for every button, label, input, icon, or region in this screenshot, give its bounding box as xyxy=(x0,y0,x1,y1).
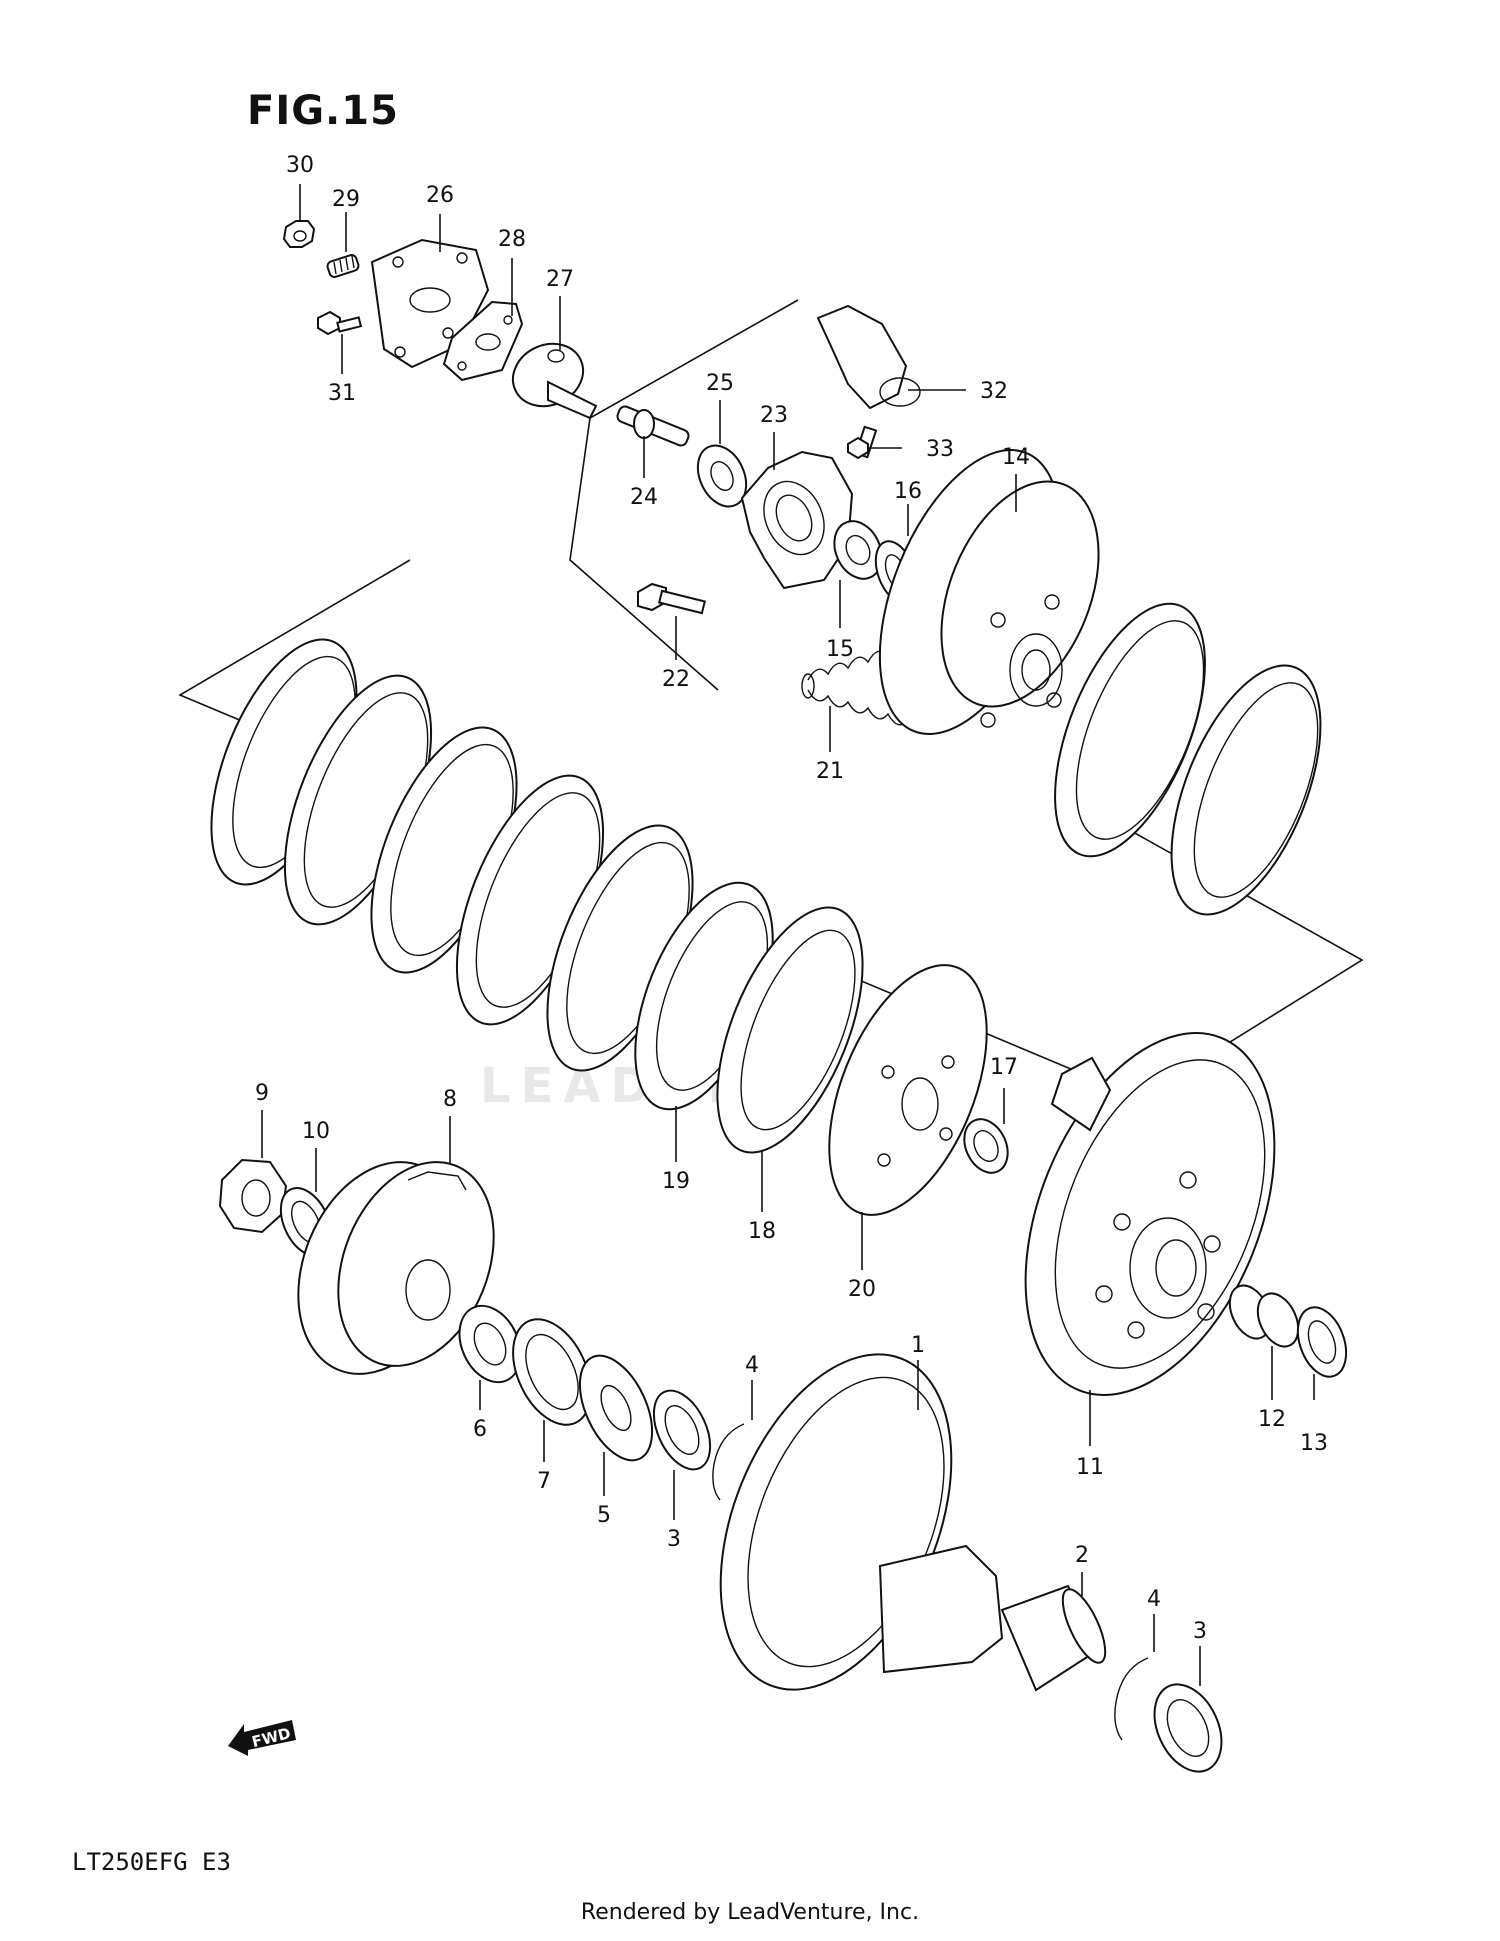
part-33-bolt[interactable] xyxy=(847,425,878,460)
part-12-bushing[interactable] xyxy=(1222,1279,1306,1353)
callout-21: 21 xyxy=(816,759,844,784)
callout-28: 28 xyxy=(498,227,526,252)
part-25-bearing[interactable] xyxy=(689,438,756,515)
part-15-nut[interactable] xyxy=(825,514,890,587)
callout-22: 22 xyxy=(662,667,690,692)
callout-14: 14 xyxy=(1002,445,1030,470)
callout-3-lower: 3 xyxy=(1193,1619,1207,1644)
callout-20: 20 xyxy=(848,1277,876,1302)
callout-4-lower: 4 xyxy=(1147,1587,1161,1612)
callout-26: 26 xyxy=(426,183,454,208)
part-24-pin[interactable] xyxy=(616,405,691,448)
callout-leaders xyxy=(261,184,1315,1686)
callout-labels: 30 29 26 28 27 31 25 23 24 32 33 14 16 1… xyxy=(255,153,1328,1644)
callout-23: 23 xyxy=(760,403,788,428)
part-20-pressure-disc[interactable] xyxy=(797,943,1018,1237)
forward-arrow-icon: FWD xyxy=(228,1720,296,1756)
callout-2: 2 xyxy=(1075,1543,1089,1568)
clutch-plate-stack[interactable] xyxy=(182,583,1352,1090)
callout-15: 15 xyxy=(826,637,854,662)
callout-5: 5 xyxy=(597,1503,611,1528)
callout-29: 29 xyxy=(332,187,360,212)
callout-1: 1 xyxy=(911,1333,925,1358)
callout-31: 31 xyxy=(328,381,356,406)
model-code: LT250EFG E3 xyxy=(72,1848,231,1876)
part-32-lever[interactable] xyxy=(816,304,921,410)
part-4-circlip-a[interactable] xyxy=(712,1423,745,1501)
part-17-washer[interactable] xyxy=(956,1112,1016,1180)
part-3-needle-bearing-a[interactable] xyxy=(642,1382,721,1478)
callout-32: 32 xyxy=(980,379,1008,404)
callout-3-upper: 3 xyxy=(667,1527,681,1552)
callout-8: 8 xyxy=(443,1087,457,1112)
callout-25: 25 xyxy=(706,371,734,396)
callout-10: 10 xyxy=(302,1119,330,1144)
callout-4-upper: 4 xyxy=(745,1353,759,1378)
fwd-label: FWD xyxy=(250,1724,292,1751)
part-18-driven-plate[interactable] xyxy=(688,888,893,1173)
part-28-gasket[interactable] xyxy=(442,300,524,382)
part-3-needle-bearing-b[interactable] xyxy=(1141,1674,1234,1783)
part-23-pressure-plate[interactable] xyxy=(740,450,854,590)
render-credit: Rendered by LeadVenture, Inc. xyxy=(580,1900,920,1925)
callout-7: 7 xyxy=(537,1469,551,1494)
callout-6: 6 xyxy=(473,1417,487,1442)
callout-19: 19 xyxy=(662,1169,690,1194)
part-2-spacer[interactable] xyxy=(1000,1584,1114,1692)
part-11-primary-driven-gear[interactable] xyxy=(977,997,1323,1432)
part-30-nut[interactable] xyxy=(282,220,316,248)
part-7-one-way-clutch[interactable] xyxy=(498,1307,607,1437)
figure-title: FIG.15 xyxy=(247,88,399,134)
part-5-washer[interactable] xyxy=(565,1345,667,1472)
part-27-cam[interactable] xyxy=(503,333,598,420)
callout-18: 18 xyxy=(748,1219,776,1244)
callout-16: 16 xyxy=(894,479,922,504)
upper-group-outline xyxy=(569,299,799,691)
part-13-washer[interactable] xyxy=(1289,1301,1355,1384)
part-6-collar[interactable] xyxy=(448,1296,533,1392)
part-31-bolt[interactable] xyxy=(317,310,363,336)
callout-30: 30 xyxy=(286,153,314,178)
callout-33: 33 xyxy=(926,437,954,462)
part-14-clutch-housing[interactable] xyxy=(843,424,1129,759)
callout-9: 9 xyxy=(255,1081,269,1106)
part-4-circlip-b[interactable] xyxy=(1114,1657,1149,1741)
part-1-clutch-drum[interactable] xyxy=(675,1321,1004,1724)
callout-27: 27 xyxy=(546,267,574,292)
part-9-nut[interactable] xyxy=(218,1158,288,1234)
callout-11: 11 xyxy=(1076,1455,1104,1480)
callout-17: 17 xyxy=(990,1055,1018,1080)
part-8-centrifugal-clutch-shoe[interactable] xyxy=(268,1138,522,1399)
part-29-stud[interactable] xyxy=(326,254,360,278)
callout-13: 13 xyxy=(1300,1431,1328,1456)
part-22-bolt[interactable] xyxy=(637,582,707,615)
callout-24: 24 xyxy=(630,485,658,510)
callout-12: 12 xyxy=(1258,1407,1286,1432)
